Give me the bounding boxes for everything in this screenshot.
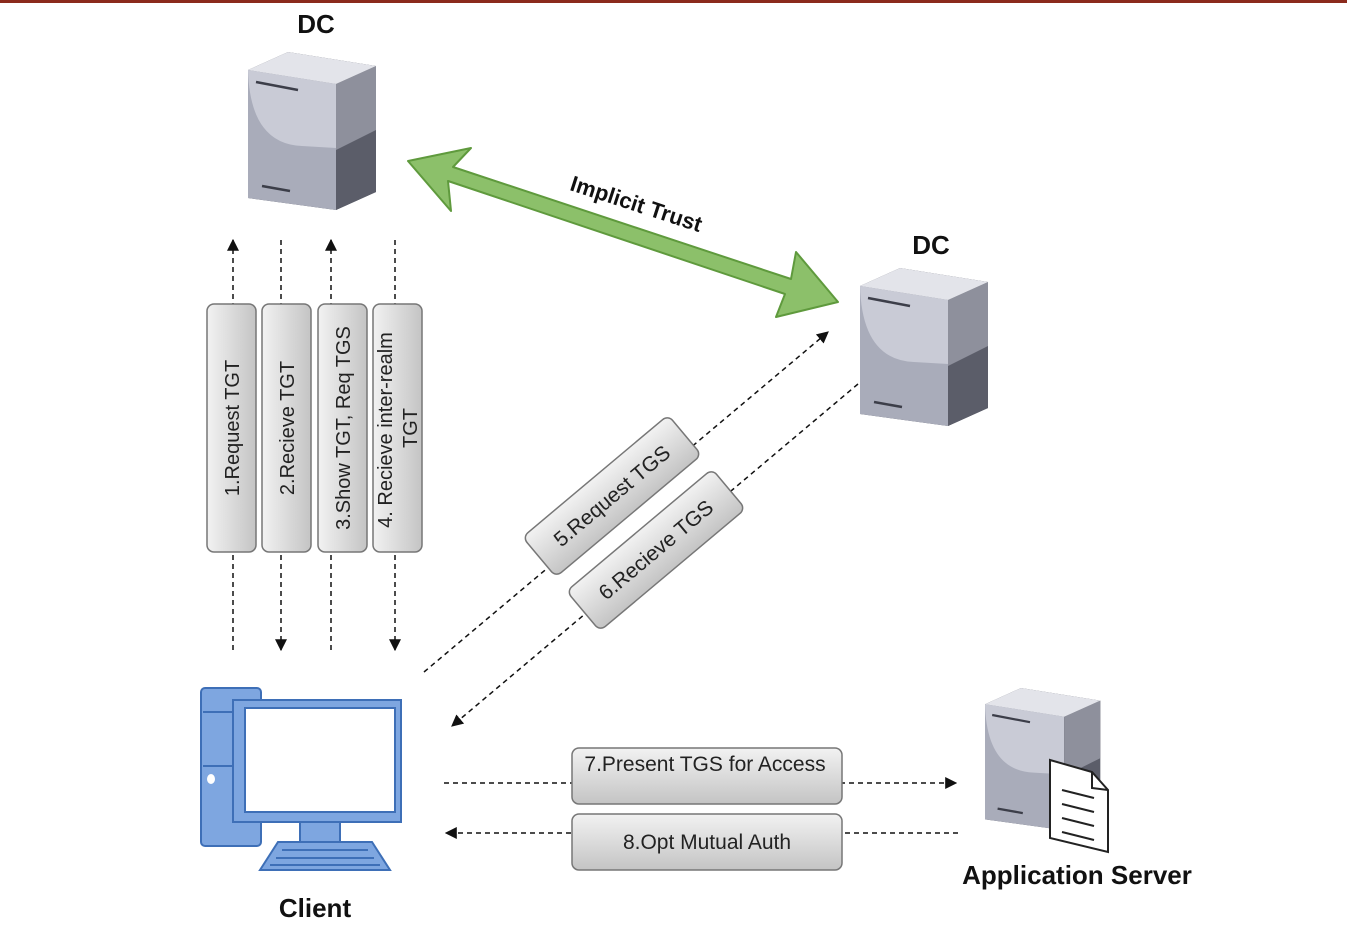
step1-box: 1.Request TGT [206, 303, 257, 553]
dc-left-label: DC [297, 9, 335, 39]
step4-label-line1: 4. Recieve inter-realm [375, 332, 397, 528]
document-icon [1049, 758, 1109, 854]
step4-label-line2: TGT [400, 408, 422, 448]
step3-label: 3.Show TGT, Req TGS [333, 326, 355, 530]
top-border [0, 0, 1347, 3]
step7-label: 7.Present TGS for Access [584, 753, 825, 776]
application-server-label: Application Server [962, 860, 1192, 890]
step4-box: 4. Recieve inter-realm TGT [372, 303, 423, 553]
client-label: Client [279, 893, 352, 923]
step2-box: 2.Recieve TGT [261, 303, 312, 553]
step3-box: 3.Show TGT, Req TGS [317, 303, 368, 553]
client-computer-icon [200, 687, 402, 871]
step2-label: 2.Recieve TGT [277, 361, 299, 495]
step8-label: 8.Opt Mutual Auth [623, 831, 791, 854]
implicit-trust-arrow [407, 147, 839, 318]
dc-left-server-icon [246, 50, 378, 212]
application-server-icon [983, 686, 1109, 854]
dc-right-server-icon [858, 266, 990, 428]
step8-box: 8.Opt Mutual Auth [571, 813, 843, 871]
step1-label: 1.Request TGT [222, 360, 244, 496]
step7-box: 7.Present TGS for Access [571, 747, 843, 805]
dc-right-label: DC [912, 230, 950, 260]
